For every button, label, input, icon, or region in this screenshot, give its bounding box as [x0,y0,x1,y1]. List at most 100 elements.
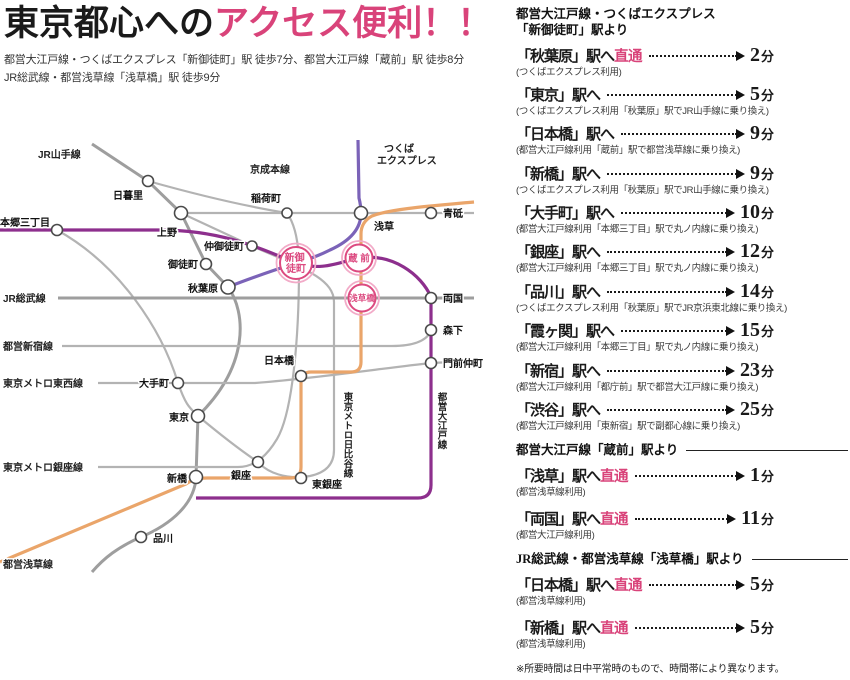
dotted-arrow-icon [635,470,745,481]
station-label: 新橋 [167,472,188,485]
travel-time-unit: 分 [760,127,774,143]
station-ueno: 上野 [156,205,189,241]
highlight-shin-okachimachi: 新御 徒町 [275,242,317,284]
destination-station: 「銀座」駅へ [516,245,601,262]
destination-station: 「秋葉原」駅へ [516,48,615,65]
station-monzen-nakacho: 門前仲町 [424,356,485,372]
station-naka-okachimachi: 仲御徒町 [203,239,258,255]
travel-time: 1分 [750,464,774,487]
travel-time: 12分 [740,240,774,263]
station-shimbashi: 新橋 [166,469,204,487]
station-ryogoku: 両国 [424,292,465,307]
station-okachimachi: 御徒町 [166,257,213,273]
travel-time-unit: 分 [760,403,774,419]
dotted-arrow-icon [607,168,745,179]
label-toei-oedo: 都営大江戸線 [436,391,449,450]
route-note: (都営浅草線利用) [516,639,586,651]
footnote: ※所要時間は日中平常時のもので、時間帯により異なります。 [516,664,785,676]
route-note: (都営浅草線利用) [516,595,586,607]
highlight-label-line2: 徒町 [285,262,306,275]
access-entry: 「大手町」駅へ 10分(都営大江戸線利用「本郷三丁目」駅で丸ノ内線に乗り換え) [516,201,848,235]
direct-label: 直通 [600,512,629,529]
destination-station: 「新宿」駅へ [516,363,601,380]
route-note: (都営大江戸線利用「本郷三丁目」駅で丸ノ内線に乗り換え) [516,224,759,236]
route-note: (都営大江戸線利用「本郷三丁目」駅で丸ノ内線に乗り換え) [516,263,759,275]
route-note: (都営大江戸線利用) [516,530,595,542]
station-inaricho: 稲荷町 [250,191,293,219]
route-note: (つくばエクスプレス利用「秋葉原」駅でJR山手線に乗り換え) [516,184,769,196]
station-label: 仲御徒町 [204,240,244,253]
station-hongo-sanchome: 本郷三丁目 [0,215,64,237]
travel-time-number: 1 [749,463,760,486]
direct-label: 直通 [600,468,629,485]
travel-time-unit: 分 [760,363,774,379]
highlight-asakusabashi: 浅草橋 [344,280,380,316]
title-accent: アクセス便利！！ [214,4,493,43]
station-otemachi: 大手町 [138,376,185,392]
dotted-arrow-icon [621,129,745,140]
label-metro-ginza: 東京メトロ銀座線 [3,461,83,474]
direct-label: 直通 [614,577,643,594]
station-label: 銀座 [231,469,251,482]
header: 東京都心へのアクセス便利！！ 都営大江戸線・つくばエクスプレス「新御徒町」駅 徒… [4,4,509,87]
route-note: (つくばエクスプレス利用「秋葉原」駅でJR京浜東北線に乗り換え) [516,302,787,314]
section-header: 都営大江戸線・つくばエクスプレス 「新御徒町」駅より [516,6,848,39]
dotted-arrow-icon [621,208,735,219]
direct-label: 直通 [600,621,629,638]
destination-station: 「東京」駅へ [516,87,601,104]
travel-time: 2分 [750,44,774,67]
travel-time-number: 10 [739,201,760,224]
travel-time-number: 9 [749,161,760,184]
destination-station: 「品川」駅へ [516,284,601,301]
travel-time-number: 2 [749,43,760,66]
dotted-arrow-icon [607,405,735,416]
destination-station: 「日本橋」駅へ [516,127,615,144]
route-map-svg: JR山手線 京成本線 つくば エクスプレス JR総武線 都営新宿線 東京メトロ東… [0,139,485,573]
travel-time: 15分 [740,319,774,342]
dotted-arrow-icon [649,50,745,61]
dotted-arrow-icon [621,326,735,337]
station-akihabara: 秋葉原 [187,279,236,297]
destination-station: 「両国」駅へ [516,512,601,529]
dotted-arrow-icon [607,89,745,100]
label-tx-1: つくば [384,142,414,155]
section-header: JR総武線・都営浅草線「浅草橋」駅より [516,551,848,567]
dotted-arrow-icon [635,623,745,634]
travel-time-unit: 分 [760,468,774,484]
section-rule [751,559,848,561]
station-morishita: 森下 [424,323,465,339]
access-entry: 「両国」駅へ直通 11分 (都営大江戸線利用) [516,507,848,541]
travel-time: 11分 [741,507,774,530]
travel-time-unit: 分 [760,87,774,103]
station-shinagawa: 品川 [134,530,175,547]
label-toei-shinjuku: 都営新宿線 [2,340,53,353]
travel-time-number: 5 [749,82,760,105]
line-marunouchi [56,229,259,463]
label-metro-hibiya: 東京メトロ日比谷線 [342,391,355,478]
station-higashi-ginza: 東銀座 [294,471,344,493]
access-entry-row: 「両国」駅へ直通 11分 [516,507,774,530]
station-label: 東銀座 [312,478,342,491]
travel-time: 14分 [740,280,774,303]
dotted-arrow-icon [607,247,735,258]
station-asakusa: 浅草 [353,205,396,235]
label-toei-asakusa: 都営浅草線 [2,558,53,571]
destination-station: 「浅草」駅へ [516,468,601,485]
dotted-arrow-icon [649,579,745,590]
destination-station: 「大手町」駅へ [516,206,615,223]
travel-time-unit: 分 [760,577,774,593]
travel-time-number: 12 [739,240,760,263]
station-label: 御徒町 [167,258,198,271]
travel-time-unit: 分 [760,206,774,222]
travel-time-number: 25 [739,398,760,421]
